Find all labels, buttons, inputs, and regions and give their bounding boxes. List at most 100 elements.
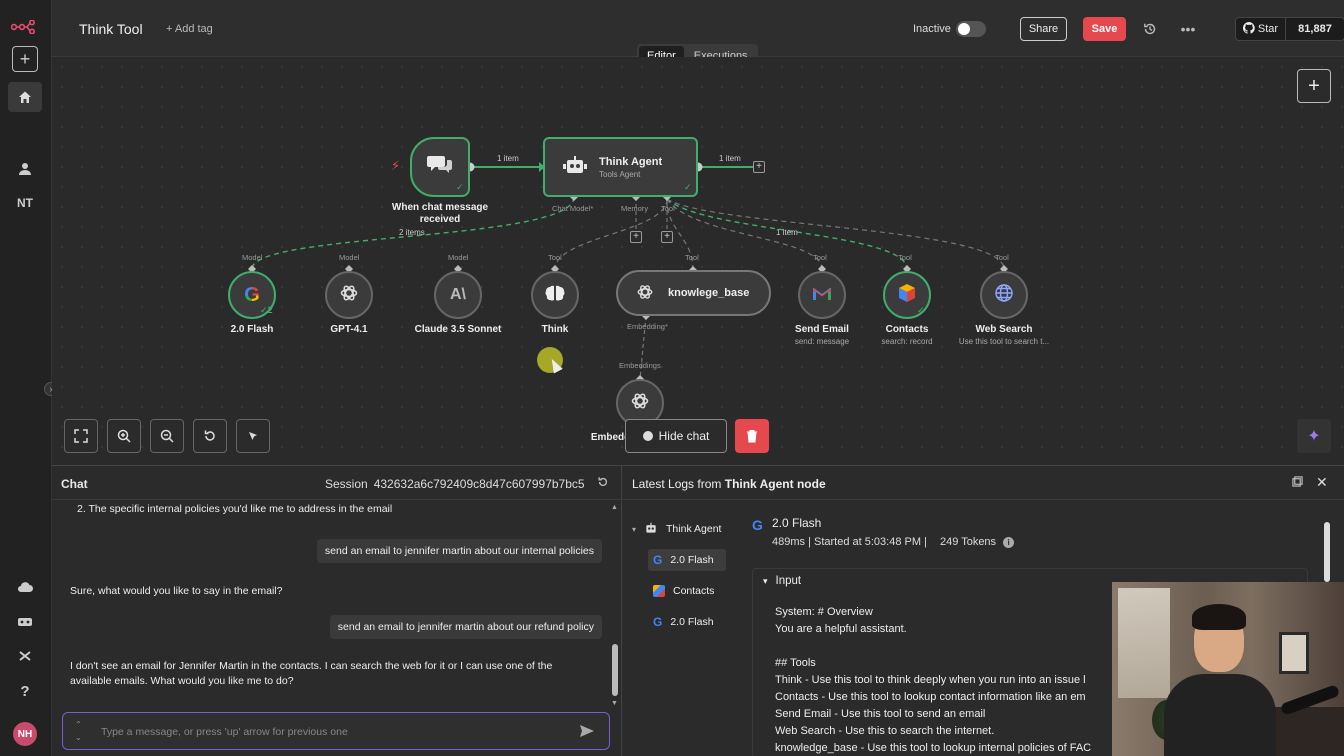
input-section-header[interactable]: ▾ Input — [763, 575, 801, 587]
gpt-node[interactable] — [325, 271, 373, 319]
think-agent-node[interactable]: Think Agent Tools Agent — [543, 137, 698, 197]
send-icon[interactable] — [579, 723, 595, 744]
contacts-icon — [653, 585, 665, 597]
history-icon[interactable] — [1140, 19, 1160, 39]
session-id[interactable]: 432632a6c792409c8d47c607997b7bc5 — [373, 477, 585, 491]
zoom-in-icon[interactable] — [107, 419, 141, 453]
history-arrows-icon[interactable]: ⌃⌄ — [75, 720, 82, 742]
reset-zoom-icon[interactable] — [193, 419, 227, 453]
success-check-icon: ✓2 — [260, 305, 273, 315]
variables-icon[interactable] — [10, 641, 40, 671]
agent-text: Think Agent Tools Agent — [599, 156, 662, 179]
anthropic-icon: A\ — [450, 286, 466, 303]
log-tree-item[interactable]: Contacts — [653, 580, 714, 602]
chat-header: Chat Session 432632a6c792409c8d47c607997… — [52, 466, 622, 500]
scrollbar-thumb[interactable] — [1324, 522, 1330, 582]
project-initials[interactable]: NT — [17, 196, 33, 210]
send-email-node[interactable] — [798, 271, 846, 319]
log-tree-label: Contacts — [673, 585, 715, 597]
tool-port-label: Tool — [548, 253, 562, 262]
scroll-up-icon[interactable]: ▲ — [611, 504, 618, 511]
add-node-button[interactable]: + — [1297, 69, 1331, 103]
node-label: Web Search — [975, 324, 1033, 335]
input-header-label: Input — [775, 575, 802, 587]
save-button[interactable]: Save — [1083, 17, 1126, 41]
contacts-node[interactable] — [883, 271, 931, 319]
github-star[interactable]: Star — [1236, 18, 1286, 40]
ai-assistant-sparkle-icon[interactable]: ✦ — [1297, 419, 1331, 453]
google-icon: G — [244, 283, 260, 306]
scroll-down-icon[interactable]: ▼ — [611, 700, 618, 707]
edge-count-label: 1 item — [497, 154, 519, 163]
avatar[interactable]: NH — [13, 722, 37, 746]
run-count-badge: 2 — [267, 305, 273, 315]
log-tree-item[interactable]: ▾ Think Agent — [632, 518, 721, 540]
log-tree-item[interactable]: G 2.0 Flash — [653, 611, 714, 633]
n8n-logo-icon[interactable] — [8, 12, 38, 42]
node-label: knowlege_base — [668, 287, 750, 299]
chat-messages: 2. The specific internal policies you'd … — [52, 500, 612, 704]
active-toggle[interactable] — [956, 21, 986, 37]
logs-title-prefix: Latest Logs from — [632, 477, 722, 491]
cloud-icon[interactable] — [10, 572, 40, 602]
robot-icon — [563, 155, 587, 180]
help-icon[interactable]: ? — [20, 682, 30, 700]
bot-message: I don't see an email for Jennifer Martin… — [70, 660, 553, 687]
log-tree-label: Think Agent — [666, 523, 722, 535]
chevron-down-icon[interactable]: ▾ — [763, 576, 768, 586]
node-label: 2.0 Flash — [230, 324, 274, 335]
robot-icon — [644, 522, 658, 537]
info-icon[interactable]: i — [1003, 537, 1015, 548]
log-tree-item[interactable]: G 2.0 Flash — [648, 549, 726, 571]
add-memory-plus-icon[interactable]: + — [630, 231, 642, 243]
logs-title: Latest Logs from Think Agent node — [632, 477, 826, 491]
workflow-title[interactable]: Think Tool — [79, 21, 143, 37]
hide-chat-button[interactable]: Hide chat — [625, 419, 727, 453]
more-options-icon[interactable]: ••• — [1180, 21, 1196, 37]
knowledge-base-node[interactable]: knowlege_base — [616, 270, 771, 316]
logs-scrollbar[interactable] — [1322, 514, 1332, 584]
add-tool-plus-icon[interactable]: + — [661, 231, 673, 243]
chat-trigger-node[interactable] — [410, 137, 470, 197]
delete-icon[interactable] — [735, 419, 769, 453]
claude-node[interactable]: A\ — [434, 271, 482, 319]
workflow-canvas[interactable]: ✓ ⚡ When chat message received 1 item Th… — [52, 57, 1344, 465]
add-next-node-plus-icon[interactable]: + — [753, 161, 765, 173]
reset-session-icon[interactable] — [597, 476, 609, 491]
contacts-icon — [897, 283, 917, 308]
templates-icon[interactable] — [10, 606, 40, 636]
chevron-down-icon[interactable]: ▾ — [632, 524, 637, 534]
fit-view-icon[interactable] — [64, 419, 98, 453]
share-button[interactable]: Share — [1020, 17, 1067, 41]
close-icon[interactable]: ✕ — [1316, 474, 1328, 490]
chat-message-input[interactable] — [101, 723, 571, 741]
zoom-out-icon[interactable] — [150, 419, 184, 453]
toggle-knob — [958, 23, 970, 35]
success-check-icon: ✓ — [917, 305, 925, 315]
home-icon[interactable] — [8, 82, 42, 112]
add-tag-link[interactable]: + Add tag — [166, 23, 213, 35]
chat-scrollbar[interactable]: ▲ ▼ — [610, 504, 620, 708]
user-message: send an email to jennifer martin about o… — [329, 615, 602, 639]
scrollbar-thumb[interactable] — [612, 644, 618, 696]
tidy-up-icon[interactable] — [236, 419, 270, 453]
chat-model-port-label: Chat Model* — [552, 204, 594, 213]
gemini-flash-node[interactable]: G — [228, 271, 276, 319]
user-icon[interactable] — [10, 154, 40, 184]
node-label: Contacts — [885, 324, 929, 335]
google-icon: G — [752, 517, 763, 533]
web-search-node[interactable] — [980, 271, 1028, 319]
edge-count-label: 1 item — [719, 154, 741, 163]
success-check-icon: ✓ — [456, 182, 464, 192]
edge-count-label: 2 items — [399, 228, 425, 237]
github-star-button[interactable]: Star 81,887 — [1235, 17, 1344, 41]
github-star-label: Star — [1257, 23, 1279, 35]
node-label: GPT-4.1 — [330, 324, 368, 335]
input-section: ▾Input System: # Overview You are a help… — [752, 568, 1308, 756]
create-workflow-button[interactable]: + — [12, 46, 38, 72]
chat-icon — [642, 431, 653, 441]
popout-icon[interactable] — [1292, 476, 1303, 490]
think-tool-node[interactable] — [531, 271, 579, 319]
openai-icon — [339, 283, 359, 308]
